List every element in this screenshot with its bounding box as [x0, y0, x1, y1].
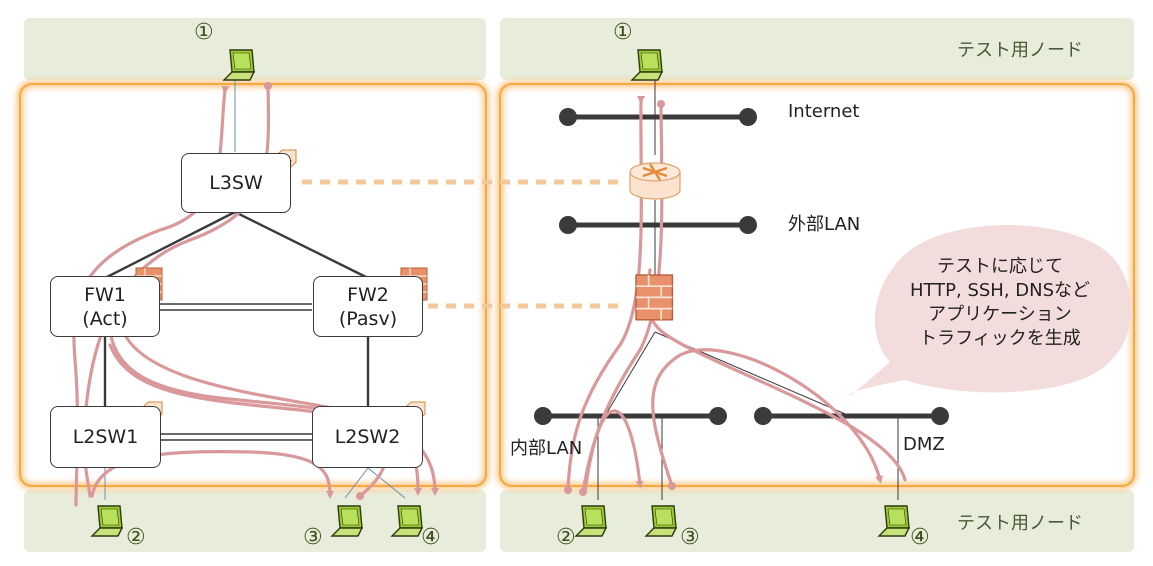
l2sw2-label: L2SW2 [334, 426, 401, 448]
bubble-line-1: テストに応じて [937, 256, 1063, 277]
right-traffic [564, 95, 907, 496]
left-node-label-1: ① [194, 20, 214, 45]
right-node-label-1: ① [613, 20, 633, 45]
l3sw-box: L3SW [181, 153, 291, 213]
fw1-label: FW1 [84, 283, 126, 306]
right-firewall-icon [635, 274, 674, 321]
bubble-line-3: アプリケーション [928, 304, 1072, 325]
dmz-label: DMZ [903, 434, 945, 455]
right-frame [499, 83, 1135, 487]
right-node-label-3: ③ [680, 525, 700, 550]
fw1-box: FW1 (Act) [50, 276, 160, 337]
fw2-box: FW2 (Pasv) [313, 276, 423, 337]
top-band-title: テスト用ノード [957, 40, 1083, 61]
l3sw-label: L3SW [209, 172, 263, 194]
right-node-label-4: ④ [910, 525, 930, 550]
left-node-label-3: ③ [303, 525, 323, 550]
l2sw2-box: L2SW2 [312, 406, 423, 468]
speech-bubble [849, 225, 1132, 396]
right-node-label-2: ② [556, 525, 576, 550]
router-icon [629, 162, 681, 200]
l2sw1-label: L2SW1 [72, 426, 139, 448]
fw2-label: FW2 [347, 283, 389, 306]
bottom-band-title: テスト用ノード [957, 513, 1083, 534]
bubble-line-4: トラフィックを生成 [919, 328, 1081, 349]
internet-label: Internet [788, 101, 860, 122]
left-band-top [24, 18, 486, 80]
bubble-line-2: HTTP, SSH, DNSなど [909, 280, 1091, 301]
left-node-label-2: ② [126, 525, 146, 550]
internal-lan-label: 内部LAN [510, 438, 583, 459]
left-band-bottom [24, 490, 486, 552]
left-links [103, 80, 406, 500]
left-frame [19, 83, 487, 487]
fw1-role-label: (Act) [82, 307, 128, 330]
bubble-text: テストに応じて HTTP, SSH, DNSなど アプリケーション トラフィック… [885, 255, 1115, 351]
l2sw1-box: L2SW1 [50, 406, 161, 468]
external-lan-label: 外部LAN [788, 214, 861, 235]
right-network-bars [534, 108, 949, 425]
left-node-label-4: ④ [421, 525, 441, 550]
fw2-role-label: (Pasv) [338, 307, 398, 330]
